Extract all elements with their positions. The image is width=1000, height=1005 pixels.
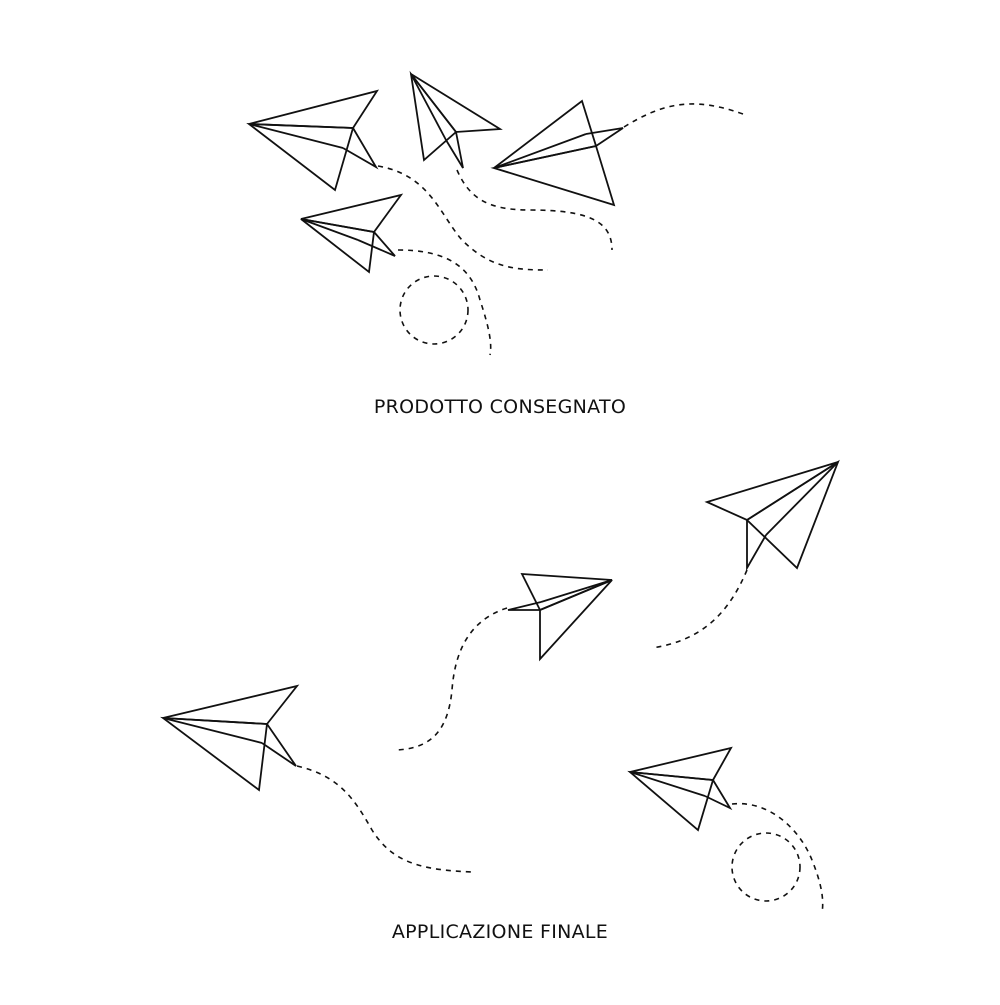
dashed-flight-path: [731, 802, 824, 914]
paper-plane-icon: [704, 459, 840, 572]
paper-plane-icon: [246, 89, 380, 192]
dashed-loop: [399, 275, 469, 345]
caption-final-application: APPLICAZIONE FINALE: [391, 921, 609, 943]
dashed-loop: [731, 832, 801, 902]
dashed-flight-path: [651, 569, 748, 649]
dashed-flight-path: [296, 765, 473, 873]
paper-plane-icon: [300, 193, 404, 274]
paper-plane-icon: [409, 70, 503, 169]
paper-plane-icon: [627, 746, 733, 832]
paper-plane-icon: [160, 684, 300, 792]
dashed-flight-path: [396, 607, 508, 751]
caption-delivered-product: PRODOTTO CONSEGNATO: [373, 396, 627, 418]
paper-plane-icon: [507, 572, 613, 662]
dashed-flight-path: [397, 249, 492, 356]
paper-plane-icon: [490, 99, 624, 207]
dashed-flight-path: [623, 103, 744, 128]
dashed-flight-path: [456, 169, 613, 251]
